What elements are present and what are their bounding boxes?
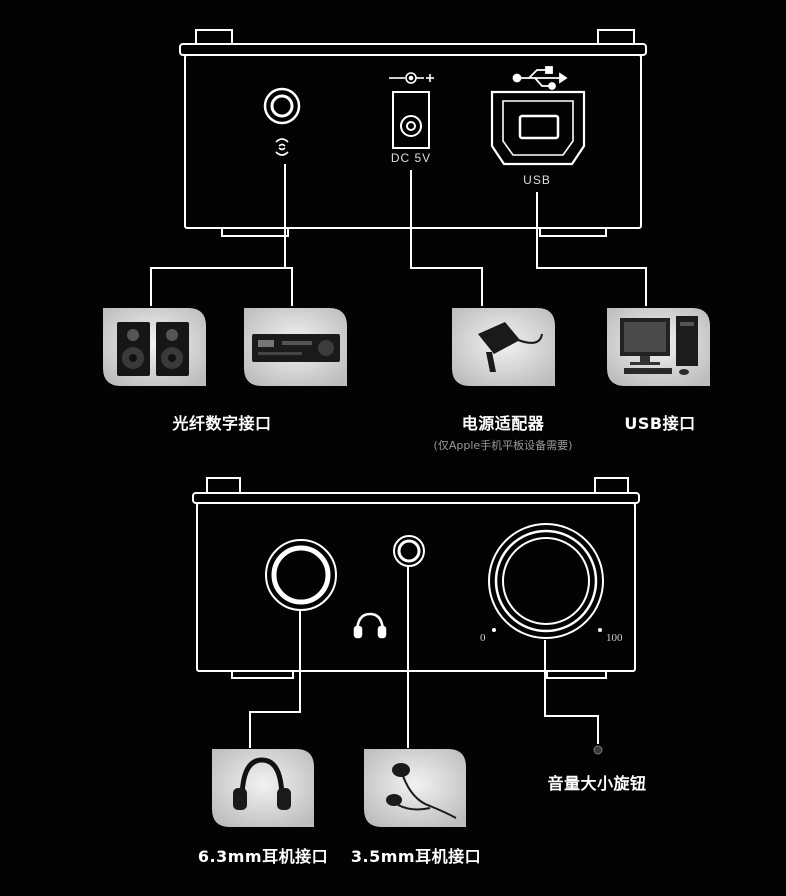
speakers-icon (117, 322, 189, 376)
optical-jack-icon (263, 87, 301, 125)
dc-jack-icon (392, 91, 430, 149)
scale-dot-max (598, 628, 602, 632)
volume-scale-max: 100 (606, 632, 623, 644)
front-panel (192, 477, 640, 679)
dc-5v-label: DC 5V (390, 151, 432, 165)
rear-connection-lines (150, 164, 647, 306)
usb-port-label: USB (523, 173, 551, 187)
volume-scale-min: 0 (480, 632, 486, 644)
power-adapter-icon (478, 322, 543, 372)
front-connection-lines (249, 566, 599, 748)
rear-foot-right (597, 29, 635, 44)
scale-dot-min (492, 628, 496, 632)
av-receiver-icon (252, 334, 340, 362)
front-body (196, 502, 636, 672)
optical-interface-label: 光纤数字接口 (172, 414, 272, 433)
jack-3-5mm-icon (393, 535, 425, 567)
rear-device-receiver (244, 308, 347, 386)
usb-symbol-icon (512, 66, 568, 90)
power-adapter-label: 电源适配器 (461, 414, 545, 433)
desktop-computer-icon (620, 316, 698, 375)
front-foot-left (206, 477, 241, 493)
optical-signal-icon (275, 138, 289, 156)
power-adapter-note: (仅Apple手机平板设备需要) (433, 439, 573, 452)
front-foot-right (594, 477, 629, 493)
jack-6-3mm-icon (265, 539, 337, 611)
rear-device-computer (607, 308, 710, 386)
earphones-icon (386, 763, 457, 819)
volume-knob-label: 音量大小旋钮 (547, 774, 647, 793)
headphone-symbol-icon (353, 612, 387, 639)
over-ear-headphones-icon (233, 757, 291, 810)
jack-3-5mm-label: 3.5mm耳机接口 (350, 847, 482, 866)
rear-device-speakers (103, 308, 206, 386)
rear-foot-left (195, 29, 233, 44)
rear-panel (179, 29, 647, 237)
jack-6-3mm-label: 6.3mm耳机接口 (197, 847, 329, 866)
dc-polarity-icon (389, 72, 434, 84)
rear-body (184, 54, 642, 229)
usb-interface-label: USB接口 (624, 414, 696, 433)
rear-device-adapter (452, 308, 555, 386)
volume-pointer-dot (593, 745, 603, 755)
front-top-edge (192, 492, 640, 504)
front-device-earphones (364, 749, 466, 827)
usb-b-port-icon (490, 90, 586, 166)
rear-top-edge (179, 43, 647, 56)
front-device-headphones (212, 749, 314, 827)
volume-knob-icon (488, 523, 604, 639)
